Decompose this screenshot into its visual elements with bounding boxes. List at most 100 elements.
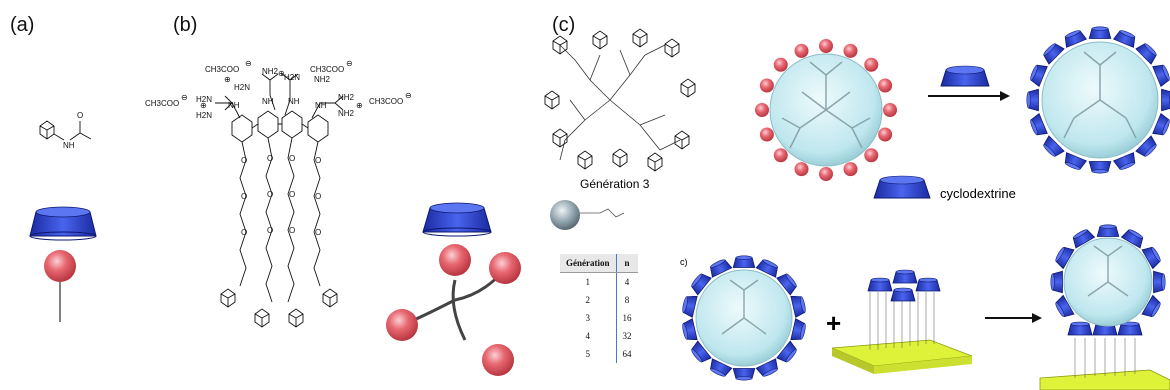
o-label: O — [315, 156, 321, 165]
o-label: O — [315, 192, 321, 201]
assembled-surface — [1039, 321, 1170, 390]
guest-ball — [883, 103, 897, 117]
chem-label-nh: NH — [63, 141, 75, 150]
guest-ball — [864, 148, 879, 163]
table-cell: 8 — [624, 295, 630, 305]
minus-sign: ⊖ — [181, 93, 188, 102]
h2n-label: H2N — [234, 83, 250, 92]
nh-label: NH — [315, 101, 327, 110]
multivalent-guest-icon — [386, 244, 521, 376]
adamantane-end-groups — [220, 288, 338, 328]
panel-label-b: (b) — [173, 14, 198, 36]
dendrimer-cd-complex — [1041, 41, 1159, 159]
generation-table: Génération n 1 4 2 8 3 16 4 32 5 — [560, 254, 638, 363]
cyclodextrin-icon — [940, 65, 990, 87]
h2n-label: H2N — [196, 95, 212, 104]
cyclodextrin-unit — [1088, 26, 1112, 39]
o-label: O — [315, 228, 321, 237]
o-label: O — [241, 228, 247, 237]
o-label: O — [267, 154, 273, 163]
guest-ball — [773, 148, 788, 163]
nh2-label: NH2 — [314, 75, 331, 84]
o-label: O — [289, 226, 295, 235]
table-cell: 32 — [622, 331, 632, 341]
acetate-label: CH3COO — [145, 99, 179, 108]
panel-label-a: (a) — [10, 14, 35, 36]
table-row: 5 64 — [560, 345, 638, 363]
dendrimer-core-icon — [550, 200, 625, 230]
table-row: 3 16 — [560, 309, 638, 327]
table-header: n — [616, 254, 638, 273]
cd-functionalized-surface — [831, 269, 973, 374]
calixarene-structure — [215, 73, 344, 303]
o-label: O — [289, 190, 295, 199]
table-cell: 16 — [622, 313, 632, 323]
cyclodextrin-unit — [1050, 270, 1063, 294]
guest-ball — [794, 43, 809, 58]
dendrimer-cd-complex-small — [695, 269, 793, 367]
panel-label-c: (c) — [552, 14, 576, 36]
n-plus-label: ⊕ — [224, 75, 231, 84]
table-cell: 4 — [560, 327, 617, 345]
cyclodextrin-unit — [680, 293, 698, 318]
n-plus-label: ⊕ — [200, 101, 207, 110]
acetate-label: CH3COO — [205, 65, 239, 74]
cyclodextrin-unit — [1096, 224, 1120, 237]
guest-ball — [755, 103, 769, 117]
table-cell: 1 — [560, 272, 617, 291]
guest-ball — [759, 78, 774, 93]
cyclodextrin-unit — [1088, 161, 1112, 174]
table-row: 2 8 — [560, 291, 638, 309]
acetate-label: CH3COO — [310, 65, 344, 74]
cyclodextrin-unit — [732, 255, 756, 268]
cyclodextrin-unit — [790, 318, 808, 343]
nh2-label: NH2 — [262, 67, 279, 76]
guest-ball — [864, 57, 879, 72]
guest-ball — [819, 167, 833, 181]
cyclodextrin-unit — [732, 368, 756, 381]
minus-sign: ⊖ — [346, 59, 353, 68]
o-label: O — [267, 190, 273, 199]
nh2-label: NH2 — [338, 93, 355, 102]
cyclodextrin-unit — [680, 318, 698, 343]
guest-ball — [878, 78, 893, 93]
cyclodextrin-unit — [790, 293, 808, 318]
guest-balls-ring — [755, 39, 897, 181]
nh-label: NH — [228, 101, 240, 110]
guest-ball — [819, 39, 833, 53]
table-cell: 64 — [622, 349, 632, 359]
n-plus-label: ⊕ — [278, 69, 285, 78]
cyclodextrin-unit — [1026, 88, 1039, 112]
reaction-arrow — [928, 91, 1010, 101]
n-plus-label: ⊕ — [356, 101, 363, 110]
table-cell: 5 — [560, 345, 617, 363]
generation-table-wrapper: Génération n 1 4 2 8 3 16 4 32 5 — [560, 254, 638, 363]
table-header: Génération — [560, 254, 617, 273]
dendrimer-with-guests — [769, 53, 883, 167]
cyclodextrin-icon — [29, 206, 97, 241]
cyclodextrin-unit — [1153, 270, 1166, 294]
o-label: O — [241, 156, 247, 165]
panel-label-c-small: c) — [680, 257, 688, 267]
nh2-label: NH2 — [338, 109, 355, 118]
chem-label-o: O — [77, 111, 83, 120]
h2n-label: H2N — [196, 111, 212, 120]
table-cell: 3 — [560, 309, 617, 327]
guest-ball — [773, 57, 788, 72]
guest-ball-icon — [44, 250, 76, 322]
o-label: O — [289, 154, 295, 163]
guest-ball — [759, 127, 774, 142]
plus-sign: + — [826, 308, 841, 338]
guest-ball — [843, 162, 858, 177]
reaction-arrow — [985, 313, 1042, 323]
cyclodextrine-label: cyclodextrine — [940, 186, 1016, 201]
o-label: O — [241, 192, 247, 201]
nh-label: NH — [262, 97, 274, 106]
table-row: 4 32 — [560, 327, 638, 345]
dendrimer-structure-sketch — [559, 44, 681, 161]
minus-sign: ⊖ — [405, 91, 412, 100]
chain-oxygen-labels: O O O O O O O O O O O O — [241, 154, 321, 237]
adamantane-acetamide-structure — [39, 120, 92, 141]
minus-sign: ⊖ — [245, 59, 252, 68]
